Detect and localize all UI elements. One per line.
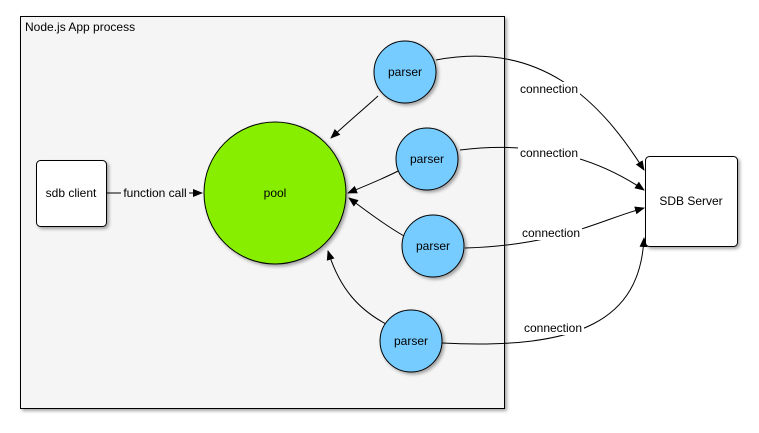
sdb-server-label: SDB Server bbox=[659, 194, 722, 208]
parser-2-label: parser bbox=[410, 152, 444, 166]
connection-2-label-bg bbox=[518, 145, 580, 160]
parser-2-to-pool-edge bbox=[347, 169, 401, 194]
parser-4-label: parser bbox=[394, 334, 428, 348]
connection-4-label-bg bbox=[522, 320, 584, 335]
connection-4-label: connection bbox=[524, 321, 582, 335]
parser-3-label: parser bbox=[416, 239, 450, 253]
parser-1-to-pool-edge bbox=[330, 95, 379, 139]
function-call-label: function call bbox=[123, 186, 186, 200]
parser-node-2: parser bbox=[395, 127, 459, 191]
connection-3-label-bg bbox=[520, 225, 582, 240]
process-label: Node.js App process bbox=[25, 20, 135, 34]
sdb-client-label: sdb client bbox=[46, 186, 97, 200]
connection-4-edge bbox=[441, 237, 648, 345]
connection-1-label: connection bbox=[520, 82, 578, 96]
parser-node-4: parser bbox=[379, 309, 443, 373]
parser-node-1: parser bbox=[373, 40, 437, 104]
parser-4-to-pool-edge bbox=[326, 250, 387, 325]
connection-3-label: connection bbox=[522, 226, 580, 240]
connection-2-label: connection bbox=[520, 146, 578, 160]
parser-3-to-pool-edge bbox=[348, 197, 405, 237]
function-call-label-bg bbox=[121, 185, 189, 201]
sdb-client-node: sdb client bbox=[36, 160, 107, 227]
connection-1-label-bg bbox=[518, 82, 580, 97]
sdb-server-node: SDB Server bbox=[645, 156, 738, 247]
connection-1-edge bbox=[435, 55, 645, 171]
parser-node-3: parser bbox=[401, 214, 465, 278]
parser-1-label: parser bbox=[388, 65, 422, 79]
pool-node: pool bbox=[203, 121, 347, 265]
pool-label: pool bbox=[264, 186, 287, 200]
